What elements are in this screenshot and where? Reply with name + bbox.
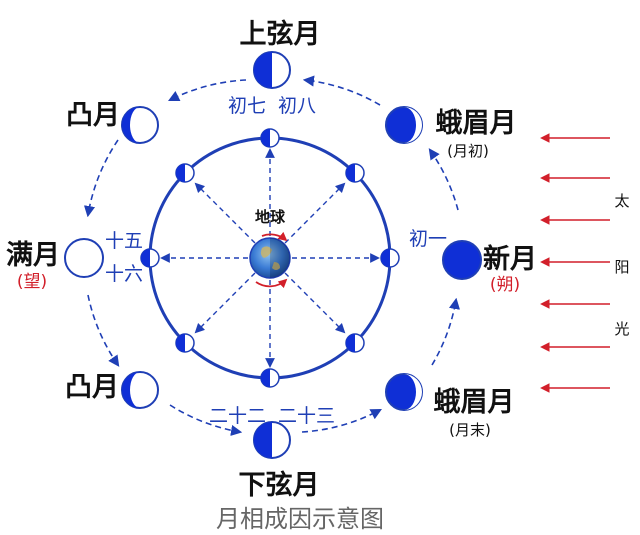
label-waxing-crescent: 蛾眉月 <box>436 108 517 139</box>
orbit-moon-bottom <box>260 368 280 388</box>
label-new-moon-sub: (朔) <box>490 275 520 295</box>
sunlight-char-3: 光 <box>614 320 629 338</box>
label-first-quarter-days: 初七 初八 <box>228 95 316 117</box>
moon-waxing-gibbous-icon <box>121 106 159 144</box>
sunlight-arrows <box>540 133 610 393</box>
orbit-moon-right <box>380 248 400 268</box>
orbit-moon-top-left <box>175 163 195 183</box>
label-waning-gibbous: 凸月 <box>65 372 119 403</box>
orbit-moon-bottom-left <box>175 333 195 353</box>
orbit-moon-left <box>140 248 160 268</box>
label-full-moon-day-bottom: 十六 <box>105 263 143 285</box>
sightline-spokes <box>160 148 380 368</box>
moon-first-quarter-icon <box>253 51 291 89</box>
diagram-caption: 月相成因示意图 <box>216 505 384 533</box>
label-waxing-gibbous: 凸月 <box>66 100 120 131</box>
orbit-moons <box>140 128 400 388</box>
label-waning-crescent-sub: (月末) <box>449 421 491 439</box>
label-full-moon: 满月 <box>6 240 60 271</box>
earth-label: 地球 <box>255 208 286 226</box>
label-full-moon-day-top: 十五 <box>105 230 143 252</box>
label-new-moon: 新月 <box>483 243 537 275</box>
label-waxing-crescent-sub: (月初) <box>447 142 489 160</box>
label-first-quarter: 上弦月 <box>240 19 321 50</box>
moon-full-icon <box>64 238 104 278</box>
orbit-moon-bottom-right <box>345 333 365 353</box>
earth-rotation-arrows <box>255 231 288 289</box>
earth <box>249 237 291 279</box>
moon-new-icon <box>442 240 482 280</box>
moon-waxing-crescent-icon <box>385 106 423 144</box>
sunlight-char-1: 太 <box>614 192 629 210</box>
label-last-quarter: 下弦月 <box>239 470 320 501</box>
moon-last-quarter-icon <box>253 421 291 459</box>
label-new-moon-day: 初一 <box>409 228 447 250</box>
label-waning-crescent: 蛾眉月 <box>434 387 515 418</box>
label-last-quarter-days: 二十二 二十三 <box>209 405 335 427</box>
orbit-moon-top-right <box>345 163 365 183</box>
orbit-moon-top <box>260 128 280 148</box>
outer-orbit-arrows <box>83 75 460 437</box>
moon-waning-gibbous-icon <box>121 371 159 409</box>
sunlight-char-2: 阳 <box>614 258 629 276</box>
label-full-moon-sub: (望) <box>17 272 47 292</box>
moon-waning-crescent-icon <box>385 373 423 411</box>
